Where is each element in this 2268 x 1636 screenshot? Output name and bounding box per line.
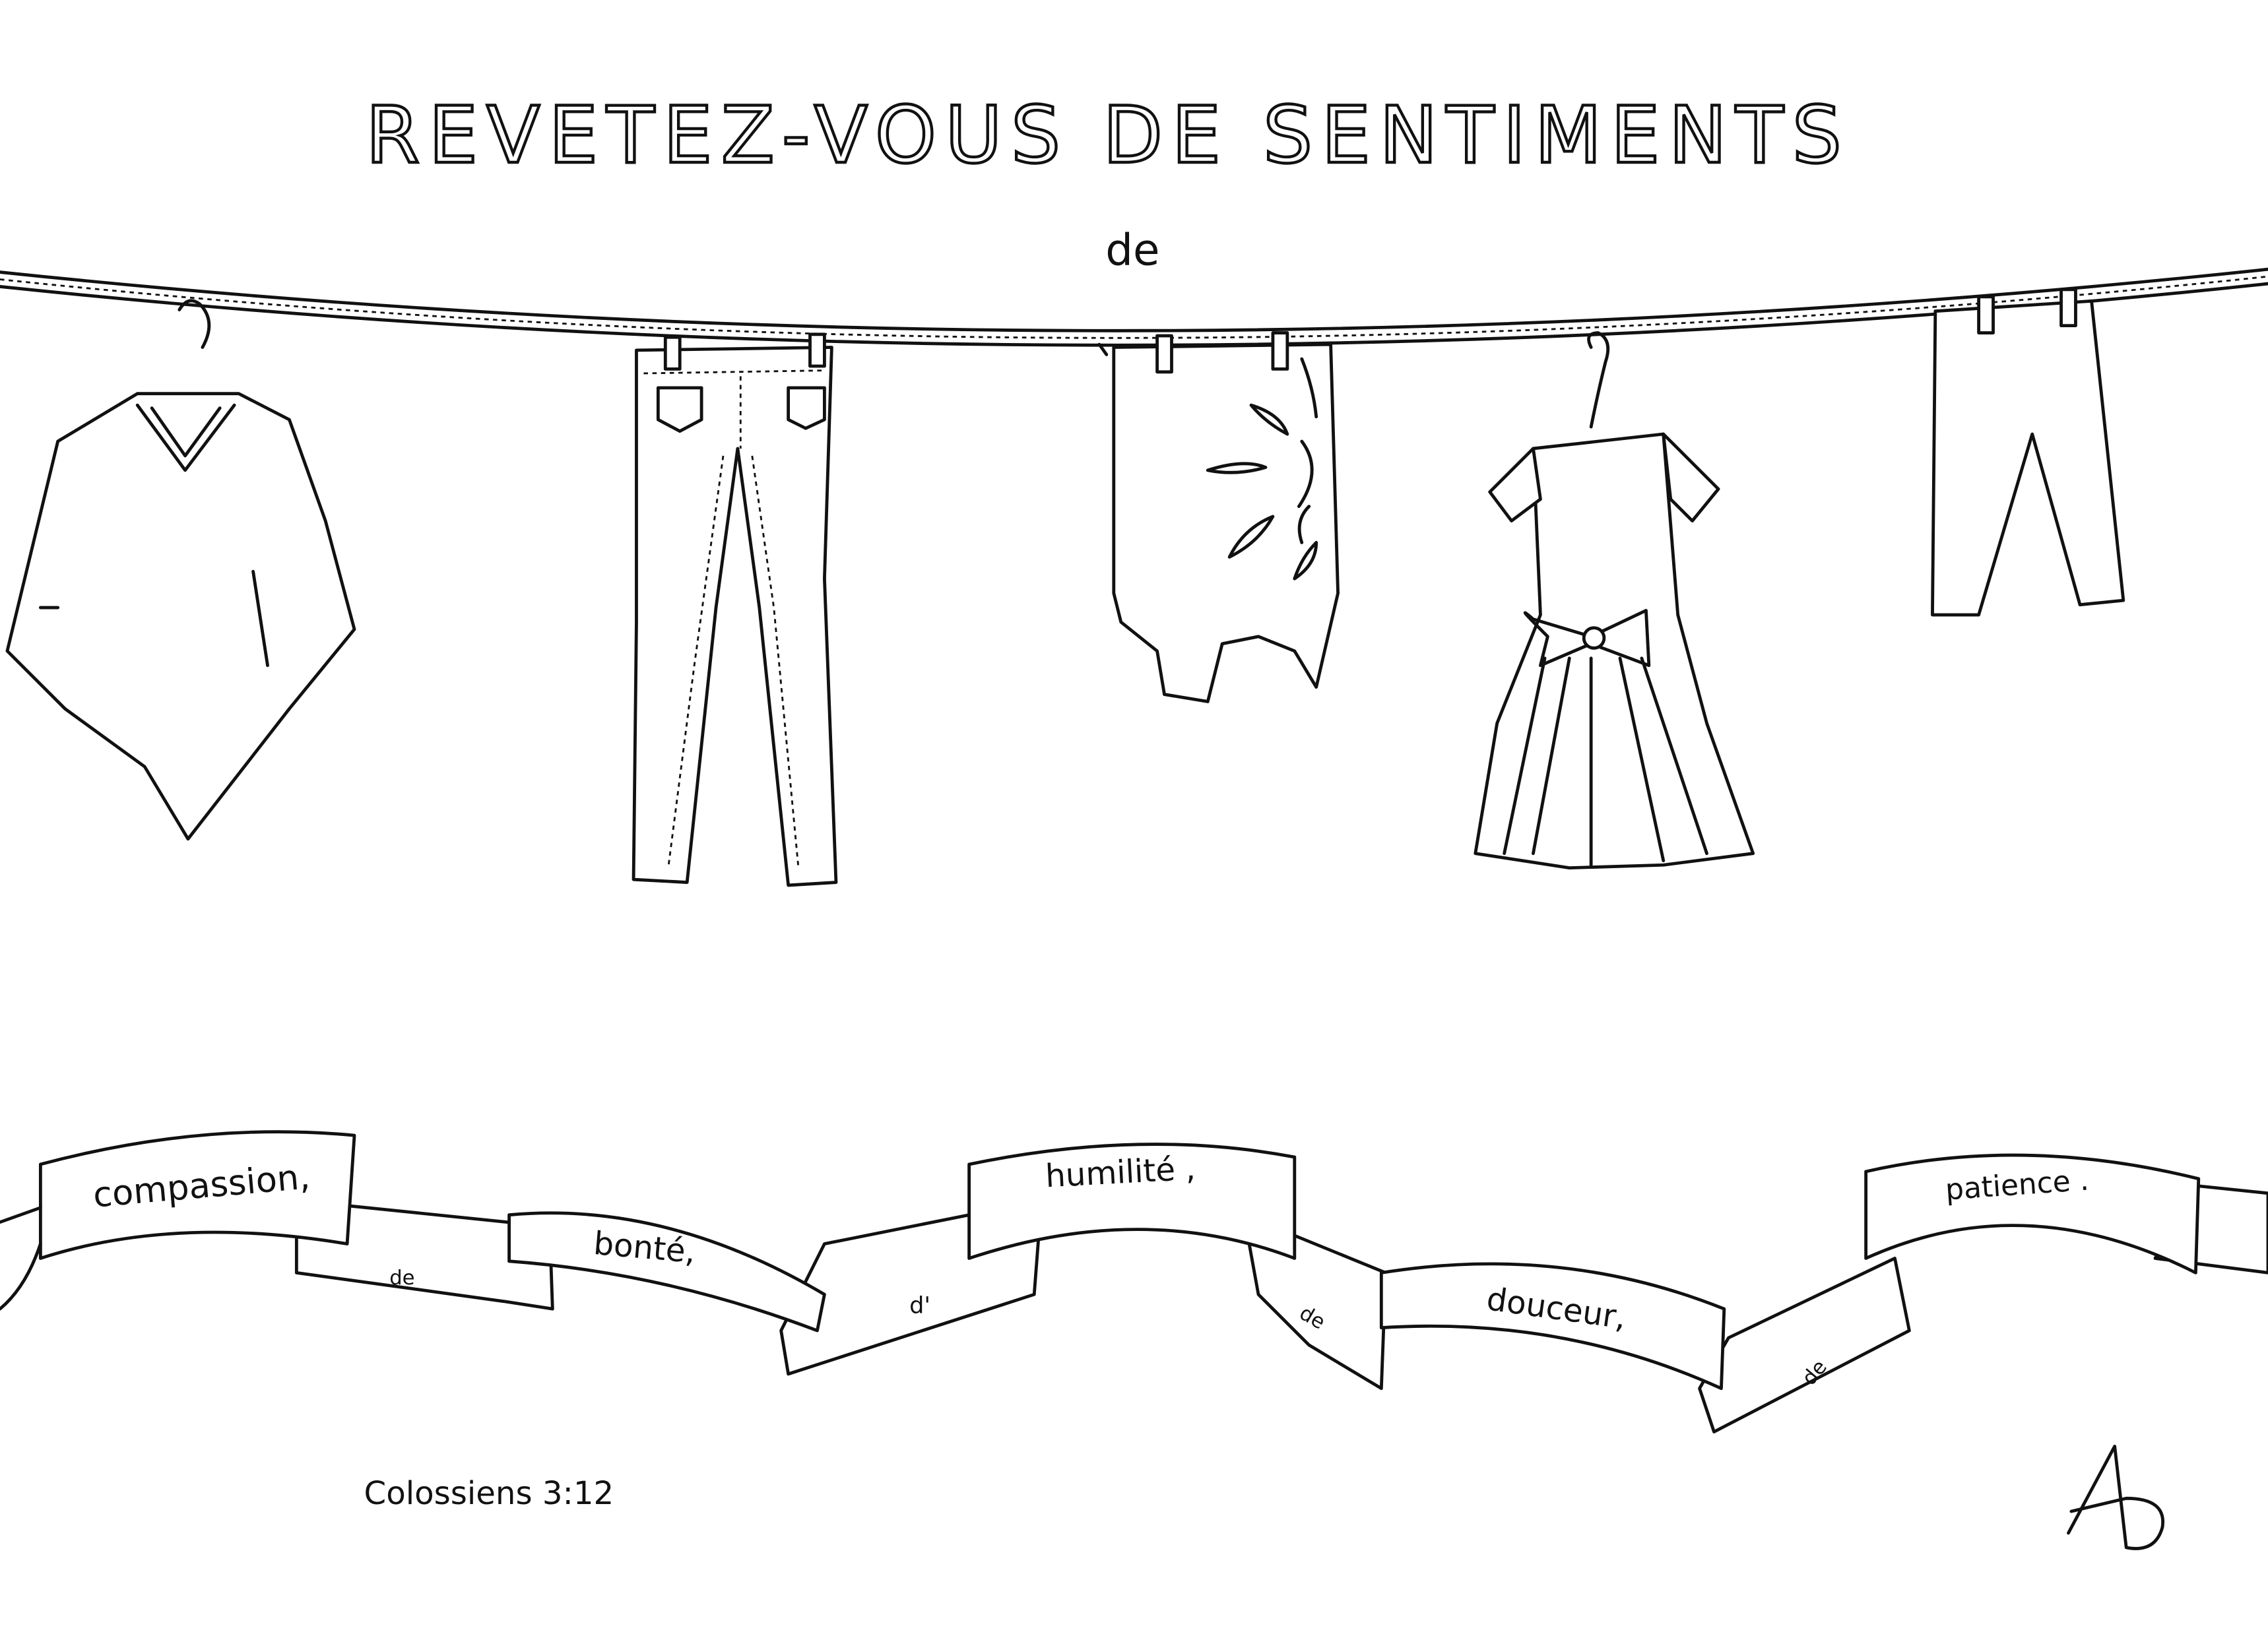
bodysuit-with-sun: [1097, 331, 1340, 703]
leggings: [1931, 288, 2125, 617]
artist-signature: [2067, 1444, 2165, 1550]
ribbon-back-panel: [1698, 1257, 1911, 1433]
page-title: REVETEZ-VOUS DE SENTIMENTS: [366, 90, 1850, 181]
banner-word: d': [909, 1292, 930, 1319]
sun-icon: [1097, 342, 1314, 509]
banner-word: humilité ,: [1045, 1150, 1196, 1195]
clothesline-rope: [0, 267, 2268, 347]
ribbon-front-panel: [967, 1143, 1297, 1260]
poncho: [5, 299, 356, 841]
dress: [1474, 331, 1755, 870]
ribbon-back-panel: [1242, 1213, 1388, 1391]
ribbon-front-panel: [1379, 1262, 1726, 1391]
banner-word: bonté,: [592, 1225, 697, 1271]
ribbon-front-panel: [38, 1130, 356, 1260]
ribbon-back-panel: [294, 1199, 554, 1311]
subtitle: de: [1105, 225, 1159, 276]
ribbon-front-panel: [507, 1211, 826, 1333]
banner-word: de: [389, 1267, 414, 1290]
bible-reference: Colossiens 3:12: [364, 1475, 614, 1512]
ribbon-front-panel: [1864, 1153, 2201, 1274]
ribbon-banner: [0, 1130, 2268, 1433]
jeans: [632, 332, 838, 887]
